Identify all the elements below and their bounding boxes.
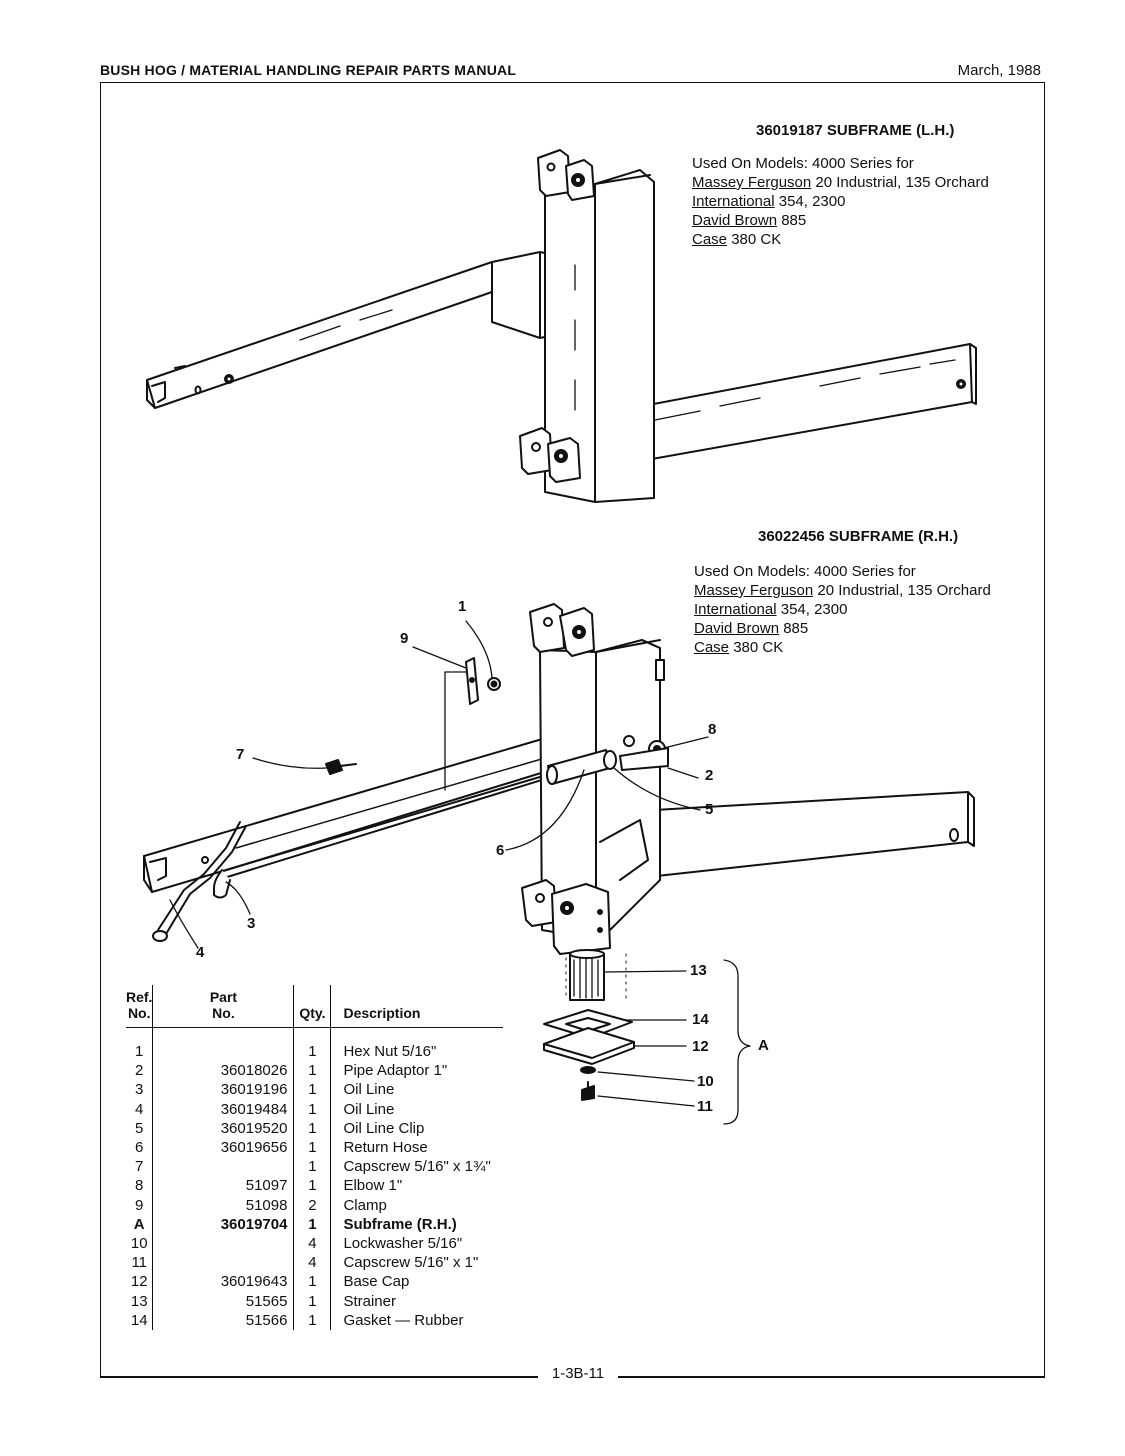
lh-model-line: Case 380 CK (692, 231, 782, 248)
col-ref-header: Ref.No. (126, 985, 154, 1028)
lh-model-line: David Brown 885 (692, 212, 807, 229)
lh-subframe-info: 36019187 SUBFRAME (L.H.) Used On Models:… (692, 121, 989, 249)
footer-rule-right (618, 1376, 1045, 1378)
lh-used-on: Used On Models: 4000 Series for (692, 155, 914, 172)
rh-subframe-drawing (143, 603, 975, 1101)
rh-model-line: International 354, 2300 (694, 601, 848, 618)
callout-5: 5 (705, 801, 714, 818)
rh-model-line: Case 380 CK (694, 639, 784, 656)
lh-subframe-drawing (146, 149, 977, 503)
callout-11: 11 (697, 1098, 713, 1115)
callout-12: 12 (692, 1038, 709, 1055)
rh-subframe-info: 36022456 SUBFRAME (R.H.) Used On Models:… (694, 527, 991, 657)
callout-14: 14 (692, 1011, 709, 1028)
rh-subframe-title: 36022456 SUBFRAME (R.H.) (758, 528, 959, 545)
callout-A: A (758, 1037, 769, 1054)
col-qty-header: Qty. (293, 985, 332, 1028)
page-number: 1-3B-11 (538, 1365, 618, 1382)
callout-3: 3 (247, 915, 256, 932)
page-frame (100, 82, 1045, 1378)
col-desc-header: Description (330, 985, 504, 1028)
callout-8: 8 (708, 721, 717, 738)
lh-model-line: International 354, 2300 (692, 193, 846, 210)
rh-model-line: Massey Ferguson 20 Industrial, 135 Orcha… (694, 582, 991, 599)
callout-9: 9 (400, 630, 409, 647)
callout-leaders (169, 620, 751, 1125)
callout-1: 1 (458, 598, 467, 615)
callout-10: 10 (697, 1073, 714, 1090)
callout-4: 4 (196, 944, 205, 961)
footer-rule-left (100, 1376, 538, 1378)
manual-date: March, 1988 (957, 62, 1041, 79)
rh-used-on: Used On Models: 4000 Series for (694, 563, 916, 580)
callout-13: 13 (690, 962, 707, 979)
rh-model-line: David Brown 885 (694, 620, 809, 637)
lh-model-line: Massey Ferguson 20 Industrial, 135 Orcha… (692, 174, 989, 191)
callout-6: 6 (496, 842, 505, 859)
lh-subframe-title: 36019187 SUBFRAME (L.H.) (756, 122, 955, 139)
callout-2: 2 (705, 767, 714, 784)
manual-title: BUSH HOG / MATERIAL HANDLING REPAIR PART… (100, 62, 517, 78)
callout-7: 7 (236, 746, 245, 763)
